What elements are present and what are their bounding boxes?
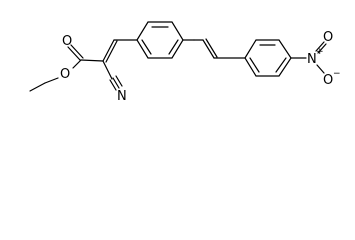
atom-nitrile-nitrogen: N <box>117 89 127 104</box>
bond-ethyl-ch2-o <box>44 77 59 84</box>
bond-nitro-double-a <box>315 41 325 52</box>
bond-vinyl-double-a <box>102 39 115 62</box>
bond-stilbene-double-b <box>205 38 218 58</box>
bond-nitrile-triple-b <box>112 77 120 89</box>
atom-nitro-oxygen-single-charge: − <box>333 69 341 79</box>
ring2-inner-double-right <box>275 57 287 73</box>
bond-nitrile-triple-a <box>109 79 117 91</box>
atom-nitro-nitrogen: N <box>307 52 317 67</box>
ring1-inner-double-left <box>141 39 152 55</box>
bond-carbonyl-alpha <box>80 59 104 62</box>
bond-ethyl-ch3-ch2 <box>29 82 46 92</box>
ring1-inner-double-right <box>168 39 179 55</box>
chemical-structure-diagram: O O N N + O O − <box>29 21 341 104</box>
bond-stilbene-double-a <box>202 39 215 59</box>
atom-ester-carbonyl-oxygen: O <box>62 34 72 49</box>
bond-nitro-double-b <box>317 43 327 54</box>
atom-nitro-nitrogen-charge: + <box>316 47 324 57</box>
bond-o-carbonyl-carbon <box>72 59 82 69</box>
atom-ester-ether-oxygen: O <box>60 67 70 82</box>
ring2-inner-double-left <box>249 57 260 73</box>
bond-nitrile-triple-c <box>115 75 123 87</box>
atom-nitro-oxygen-single: O <box>323 73 333 88</box>
bond-vinyl-double-b <box>105 40 118 63</box>
bond-alpha-nitrile-carbon <box>102 60 113 80</box>
atom-nitro-oxygen-double: O <box>323 30 333 45</box>
bond-carbonyl-double-a <box>67 46 81 61</box>
bond-nitro-single <box>316 64 325 74</box>
bond-carbonyl-double-b <box>70 44 84 59</box>
